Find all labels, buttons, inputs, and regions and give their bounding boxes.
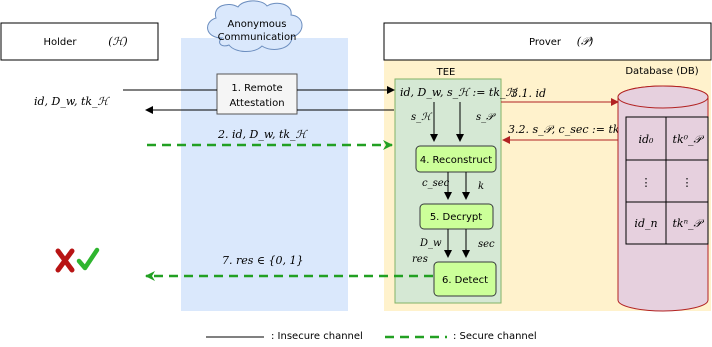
label-sp: s_𝒫 [476,112,496,123]
cloud-line2: Communication [218,32,297,43]
holder-symbol: (ℋ) [108,35,127,48]
db-cell-dots-left: ⋮ [641,176,652,189]
legend-insecure-label: : Insecure channel [271,331,363,342]
prover-header [383,22,712,61]
step2-label: 2. id, D_w, tk_ℋ [217,128,309,141]
reconstruct-box [415,145,497,173]
label-sec: sec [478,239,495,250]
holder-label: Holder [43,37,77,48]
decrypt-label: 5. Decrypt [430,212,482,223]
db-cell-idn: id_n [634,217,657,230]
holder-values: id, D_w, tk_ℋ [34,95,111,108]
label-dw: D_w [419,238,442,249]
step31-label: 3.1. id [511,87,546,100]
check-icon [76,247,100,271]
label-csec: c_sec [422,178,450,189]
label-k: k [478,181,484,192]
label-sh: s_ℋ [411,112,433,123]
tee-top-values: id, D_w, s_ℋ := tk_ℋ [400,86,518,99]
cloud-icon [207,0,303,52]
legend-secure-label: : Secure channel [453,331,537,342]
database-label: Database (DB) [625,66,698,77]
db-table [625,116,709,245]
prover-symbol: (𝒫) [577,35,594,48]
tee-label: TEE [436,67,456,78]
prover-label: Prover [529,37,562,48]
db-cell-dots-right: ⋮ [682,176,693,189]
db-cell-id0: id₀ [639,133,655,146]
step7-label: 7. res ∈ {0, 1} [222,254,304,267]
database-top [617,85,709,109]
cross-icon [55,248,75,273]
detect-label: 6. Detect [442,275,488,286]
step32-label: 3.2. s_𝒫, c_sec := tk_𝒫 [508,123,636,136]
reconstruct-label: 4. Reconstruct [420,155,492,166]
cloud-line1: Anonymous [228,19,287,30]
db-cell-tk0: tk⁰_𝒫 [673,133,705,146]
db-cell-tkn: tkⁿ_𝒫 [673,217,705,230]
label-res: res [412,254,428,265]
decrypt-box [419,203,494,230]
remote-attestation-line2: Attestation [229,98,284,109]
detect-box [433,261,497,297]
holder-header [0,22,159,61]
remote-attestation-line1: 1. Remote [231,83,282,94]
remote-attestation-box [216,73,298,115]
